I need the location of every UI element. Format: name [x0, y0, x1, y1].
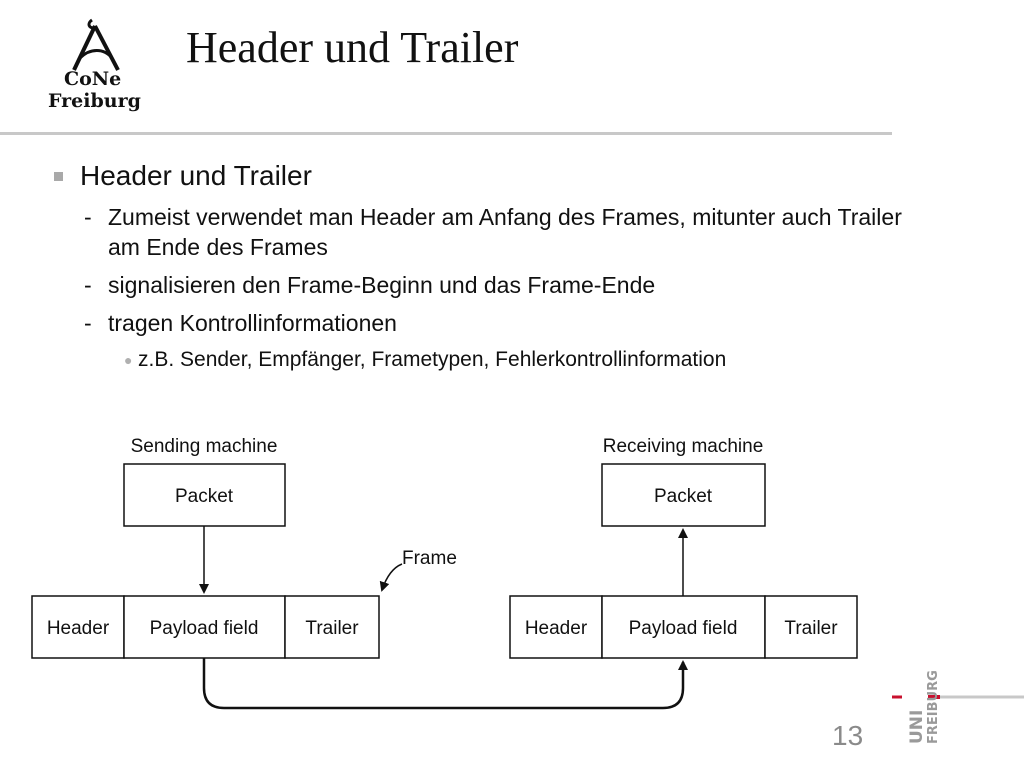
title-divider	[0, 132, 892, 135]
freiburg-logo-text: FREIBURG	[926, 670, 941, 744]
sending-trailer-label: Trailer	[305, 618, 359, 639]
logo-text-freiburg: Freiburg	[48, 90, 141, 112]
square-bullet-icon	[54, 172, 63, 181]
uni-logo-text: UNI	[907, 710, 927, 744]
receiving-trailer-box	[764, 595, 858, 659]
receiving-payload-label: Payload field	[629, 618, 738, 639]
transmission-path-arrow	[202, 658, 688, 710]
sending-header-label: Header	[47, 618, 110, 639]
slide-title: Header und Trailer	[186, 23, 519, 72]
receiving-machine-label: Receiving machine	[603, 436, 764, 457]
receiving-trailer-label: Trailer	[784, 618, 838, 639]
sending-payload-label: Payload field	[150, 618, 259, 639]
frame-label: Frame	[402, 548, 457, 569]
bullet-sub-item-text: z.B. Sender, Empfänger, Frametypen, Fehl…	[138, 348, 727, 371]
uni-freiburg-logo: UNI FREIBURG	[892, 670, 1024, 744]
bullet-item-3: - tragen Kontrollinformationen	[54, 308, 904, 338]
sending-packet-label: Packet	[175, 486, 234, 507]
uni-logo-accent	[928, 695, 940, 699]
bullet-level1-text: Header und Trailer	[80, 160, 312, 191]
receiving-packet-box	[601, 463, 766, 527]
dash-marker: -	[84, 310, 92, 336]
sending-header-box	[31, 595, 125, 659]
sending-machine-label: Sending machine	[131, 436, 278, 457]
bullet-item-3-text: tragen Kontrollinformationen	[108, 310, 397, 336]
dash-marker: -	[84, 204, 92, 230]
receiving-payload-box	[601, 595, 766, 659]
cone-logo-icon	[72, 18, 120, 71]
bullet-item-2: - signalisieren den Frame-Beginn und das…	[54, 270, 904, 300]
bullet-sub-item: ● z.B. Sender, Empfänger, Frametypen, Fe…	[54, 346, 904, 374]
page-number: 13	[832, 720, 864, 751]
bullet-list: Header und Trailer - Zumeist verwendet m…	[54, 158, 904, 374]
bullet-item-2-text: signalisieren den Frame-Beginn und das F…	[108, 272, 656, 298]
logo-text-cone: CoNe	[64, 68, 122, 90]
bullet-item-1-text: Zumeist verwendet man Header am Anfang d…	[108, 204, 902, 260]
frame-pointer-arrow	[379, 563, 403, 592]
sending-packet-box	[123, 463, 286, 527]
receiving-packet-label: Packet	[654, 486, 713, 507]
sending-trailer-box	[284, 595, 380, 659]
bullet-item-1: - Zumeist verwendet man Header am Anfang…	[54, 202, 904, 262]
sending-payload-box	[123, 595, 286, 659]
dot-bullet-icon: ●	[124, 352, 133, 368]
bullet-level1: Header und Trailer	[54, 158, 904, 194]
dash-marker: -	[84, 272, 92, 298]
receiving-header-label: Header	[525, 618, 588, 639]
receiving-header-box	[509, 595, 603, 659]
